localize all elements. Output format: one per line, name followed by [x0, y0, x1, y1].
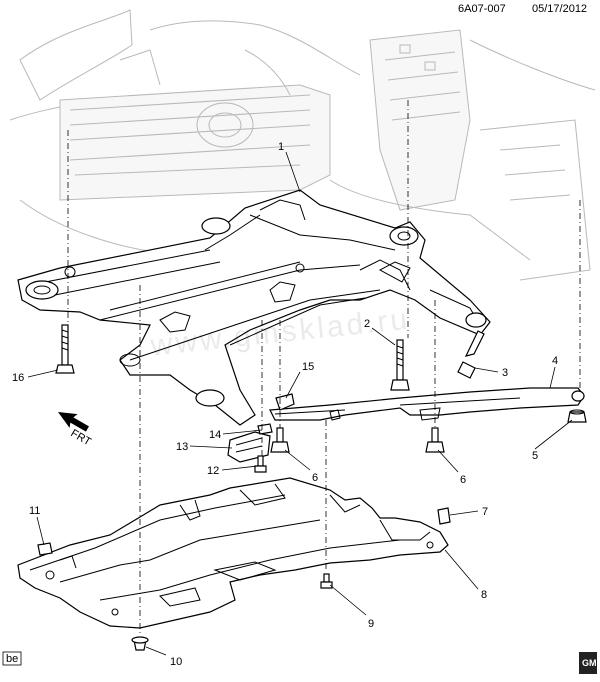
bracket-13	[227, 431, 271, 463]
callout-15: 15	[302, 361, 314, 373]
callout-7: 7	[482, 506, 488, 518]
callout-2: 2	[364, 318, 370, 330]
callout-8: 8	[481, 589, 487, 601]
front-arrow-label: FRT	[69, 427, 94, 448]
bolt-3	[457, 330, 485, 379]
vehicle-body-background	[9, 9, 596, 281]
callout-14: 14	[209, 429, 221, 441]
clip-11	[37, 542, 53, 556]
callout-labels: 1 2 3 4 5 6 6 7 8 9 10 11 12 13 14 15 16	[12, 141, 558, 668]
callout-12: 12	[207, 465, 219, 477]
callout-11: 11	[29, 505, 40, 517]
callout-3: 3	[502, 367, 508, 379]
callout-9: 9	[368, 618, 374, 630]
fasteners	[37, 324, 587, 651]
bolt-6-right	[425, 427, 445, 453]
gm-logo-text: GM	[582, 658, 597, 668]
front-arrow-icon: FRT	[58, 412, 94, 448]
lower-splash-shield	[17, 477, 449, 629]
bolt-6-left	[270, 427, 290, 453]
callout-10: 10	[170, 656, 182, 668]
bolt-2	[390, 339, 410, 391]
footer-tag: be	[2, 651, 22, 666]
screw-12	[254, 455, 267, 473]
front-brace-bar	[269, 387, 585, 421]
footer-tag-text: be	[6, 653, 18, 665]
nut-5	[567, 409, 587, 423]
push-pin-10	[131, 636, 149, 651]
nut-14	[257, 423, 273, 435]
callout-16: 16	[12, 372, 24, 384]
clip-7	[437, 507, 451, 525]
callout-13: 13	[176, 441, 188, 453]
callout-1: 1	[278, 141, 284, 153]
clip-15	[275, 393, 295, 411]
drawing-code: 6A07-007	[458, 3, 506, 15]
alignment-lines	[67, 100, 581, 636]
screw-9	[320, 573, 333, 589]
callout-6-right: 6	[460, 474, 466, 486]
drawing-date: 05/17/2012	[532, 3, 588, 15]
callout-5: 5	[532, 450, 538, 462]
leader-lines	[27, 151, 573, 656]
gm-logo-icon: GM	[579, 652, 597, 674]
callout-4: 4	[552, 355, 558, 367]
callout-6-left: 6	[312, 472, 318, 484]
bolt-16	[55, 324, 75, 374]
engine-cradle-frame	[17, 189, 491, 426]
